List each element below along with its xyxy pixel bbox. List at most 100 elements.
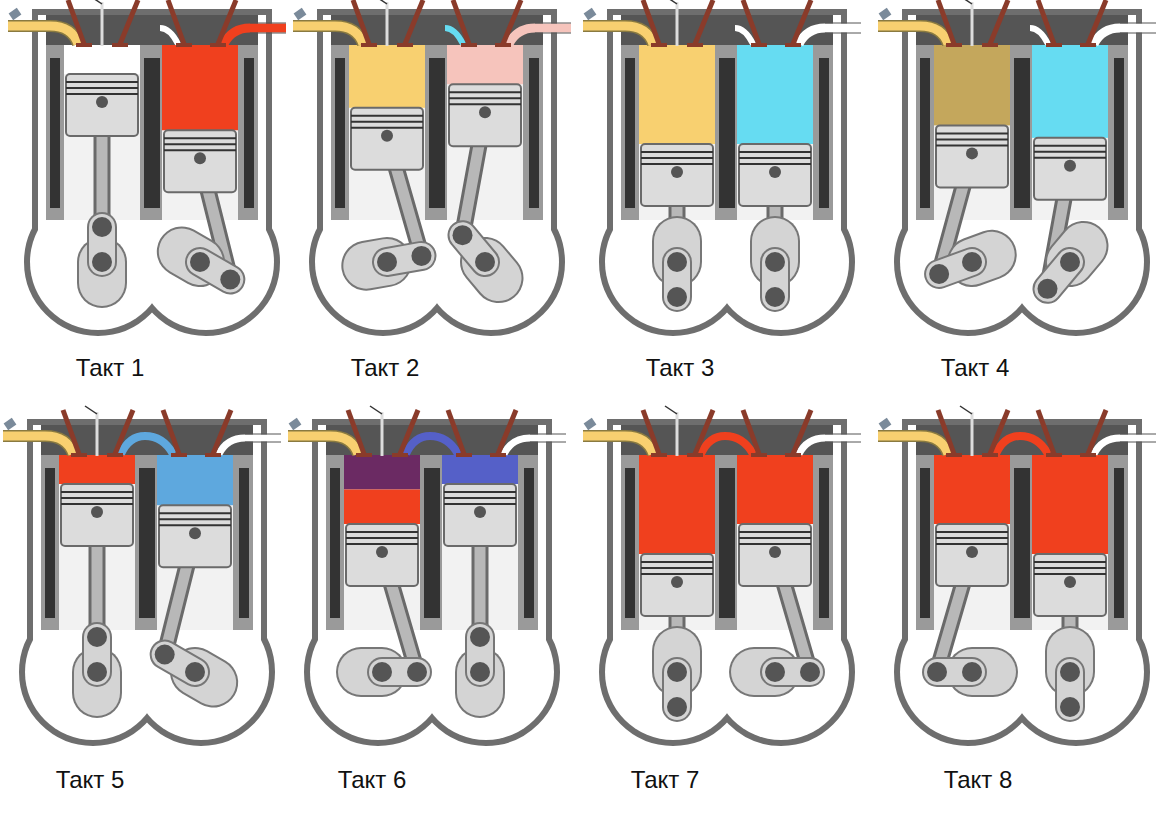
valve-stem [990,410,1008,454]
spark-wire [960,406,972,414]
stroke-label-box: Такт 8 [944,766,1013,795]
spark-plug [386,2,389,46]
intake-pipe [8,26,78,44]
crankcase [605,15,849,330]
piston-ring [936,144,1008,146]
piston [936,524,1008,586]
exhaust-pipe [504,438,566,454]
main-journal [185,662,205,682]
crankcase [605,425,849,740]
crankcase [310,425,554,740]
piston [739,524,811,586]
valve-stem [643,410,659,454]
engine-panel [878,406,1156,740]
injector [879,8,892,20]
stroke-label: Такт 1 [76,354,145,381]
crankcase-body [33,425,261,645]
piston-ring [351,121,423,123]
crankshaft [1038,246,1084,299]
valve-stem [743,0,759,44]
main-journal [470,662,490,682]
crankcase-body [908,425,1136,645]
exhaust-pipe [825,434,861,442]
crank-pin [667,697,687,717]
injector [584,418,597,430]
piston-ring [936,543,1008,545]
crank-pin [407,662,427,682]
exhaust-pipe [825,23,861,33]
piston-ring [641,163,713,165]
piston-pin [474,506,486,518]
injector [9,8,22,20]
exhaust-pipe [1094,28,1156,44]
engine-panel [288,406,566,740]
valve-head [112,43,128,47]
valve-stem [1088,0,1106,44]
valve-head [361,43,377,47]
valve-stem [1038,410,1054,454]
valve-head [107,453,123,457]
valve-stem [503,0,521,44]
crankshaft [453,225,499,278]
crank-pin [470,627,490,647]
main-journal [667,662,687,682]
crankcase-body [613,425,841,645]
valve-stem [743,410,759,454]
exhaust-pipe [535,23,571,33]
transfer-pipe [406,436,458,454]
gas-charge [447,45,523,84]
piston-ring [444,497,516,499]
piston-ring [739,157,811,159]
water-jacket [144,58,160,208]
crankcase [30,15,274,330]
piston-ring [346,531,418,533]
valve-stem [163,410,179,454]
cylinder-bore [349,45,425,220]
water-jacket [1014,468,1030,618]
crankcase [25,425,269,740]
crankcase-fill [323,15,551,235]
piston-pin [1064,160,1076,172]
piston-ring [739,163,811,165]
exhaust-pipe [245,434,281,442]
piston-ring [641,567,713,569]
water-jacket [719,468,735,618]
valve-head [1046,453,1062,457]
intake-pipe [583,26,653,44]
crankcase-body [318,425,546,645]
valve-head [1046,43,1062,47]
piston-pin [96,96,108,108]
valve-stem [353,0,369,44]
piston-ring [641,157,713,159]
spark-plug [676,2,679,46]
stroke-label: Такт 2 [351,354,420,381]
stroke-label: Такт 3 [646,354,715,381]
main-journal [475,252,495,272]
spark-plug [971,2,974,46]
piston [739,144,811,206]
valve-stem [400,410,418,454]
valve-head [687,43,703,47]
piston-pin [1064,576,1076,588]
piston [936,125,1008,187]
piston-ring [159,524,231,526]
piston-pin [381,130,393,142]
main-journal [1060,662,1080,682]
valve-head [176,43,192,47]
valve-stem [218,0,236,44]
crank-pin [765,287,785,307]
main-journal [667,252,687,272]
cylinder-block [41,425,253,630]
main-journal [962,662,982,682]
injector [289,418,302,430]
gas-charge [442,455,518,484]
piston-pin [479,106,491,118]
water-jacket [920,468,930,618]
spark-plug [381,412,384,456]
crankshaft [1060,651,1080,717]
exhaust-pipe [530,434,566,442]
piston-ring [449,91,521,93]
main-journal [1060,252,1080,272]
piston-ring [61,491,133,493]
